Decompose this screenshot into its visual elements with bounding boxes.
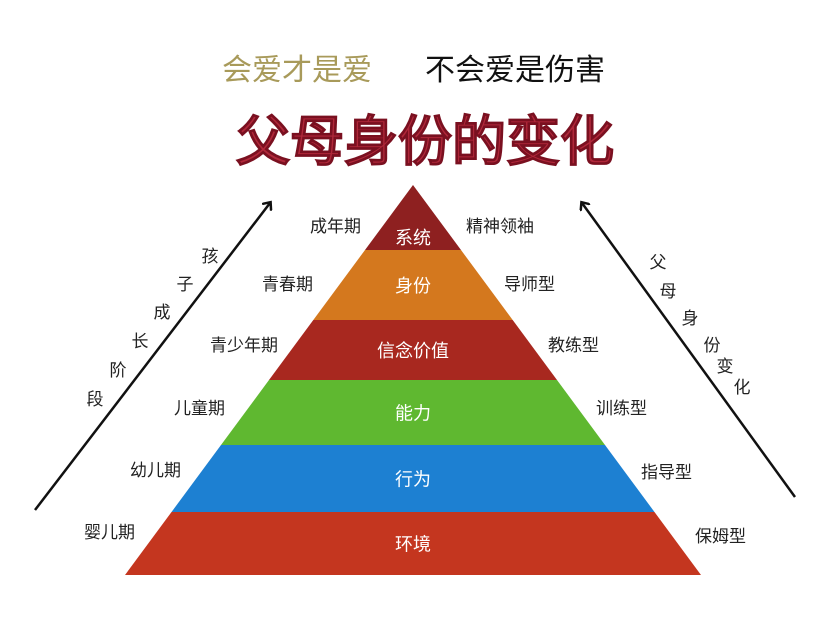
pyramid-band xyxy=(313,250,513,320)
child-stages: 成年期 青春期 青少年期 儿童期 幼儿期 婴儿期 xyxy=(84,217,361,543)
arrow-label-char: 段 xyxy=(87,390,104,410)
arrow-label-char: 成 xyxy=(154,303,171,323)
pyramid-band xyxy=(221,380,605,445)
arrow-label-char: 份 xyxy=(704,336,721,356)
pyramid-band-label: 系统 xyxy=(395,228,431,249)
role-label: 精神领袖 xyxy=(466,217,534,237)
arrow-label-char: 化 xyxy=(734,378,751,398)
arrow-label-char: 父 xyxy=(650,253,667,273)
stage-label: 成年期 xyxy=(310,217,361,237)
subtitle-left: 会爱才是爱 xyxy=(222,53,372,88)
stage-label: 幼儿期 xyxy=(130,461,181,481)
arrow-label-char: 子 xyxy=(177,275,194,295)
pyramid-band xyxy=(171,445,655,512)
pyramid-band-label: 信念价值 xyxy=(377,340,449,362)
arrow-label-char: 母 xyxy=(660,282,677,302)
pyramid-band xyxy=(125,512,701,575)
parent-roles: 精神领袖 导师型 教练型 训练型 指导型 保姆型 xyxy=(466,217,746,547)
role-label: 导师型 xyxy=(504,275,555,295)
arrow-label-char: 变 xyxy=(717,357,734,377)
role-label: 指导型 xyxy=(641,463,692,483)
role-label: 保姆型 xyxy=(695,527,746,547)
role-label: 教练型 xyxy=(548,336,599,356)
subtitle-right: 不会爱是伤害 xyxy=(425,53,605,88)
stage-label: 儿童期 xyxy=(174,399,225,419)
pyramid-band-label: 行为 xyxy=(395,470,431,491)
pyramid-band-label: 身份 xyxy=(395,276,431,297)
parent-change-arrow xyxy=(582,203,797,498)
page-title: 父母身份的变化 xyxy=(236,110,614,173)
stage-label: 青春期 xyxy=(262,275,313,295)
pyramid-band xyxy=(269,320,557,380)
arrow-label-char: 阶 xyxy=(110,361,127,381)
arrow-label-char: 长 xyxy=(132,332,149,352)
stage-label: 婴儿期 xyxy=(84,523,135,543)
arrow-label-char: 身 xyxy=(682,309,699,329)
pyramid-band xyxy=(365,185,461,250)
child-growth-arrow xyxy=(34,203,270,511)
role-label: 训练型 xyxy=(596,399,647,419)
pyramid-band-label: 能力 xyxy=(395,404,431,425)
pyramid-band-label: 环境 xyxy=(395,535,431,556)
arrow-label-char: 孩 xyxy=(202,247,219,267)
stage-label: 青少年期 xyxy=(210,336,278,356)
